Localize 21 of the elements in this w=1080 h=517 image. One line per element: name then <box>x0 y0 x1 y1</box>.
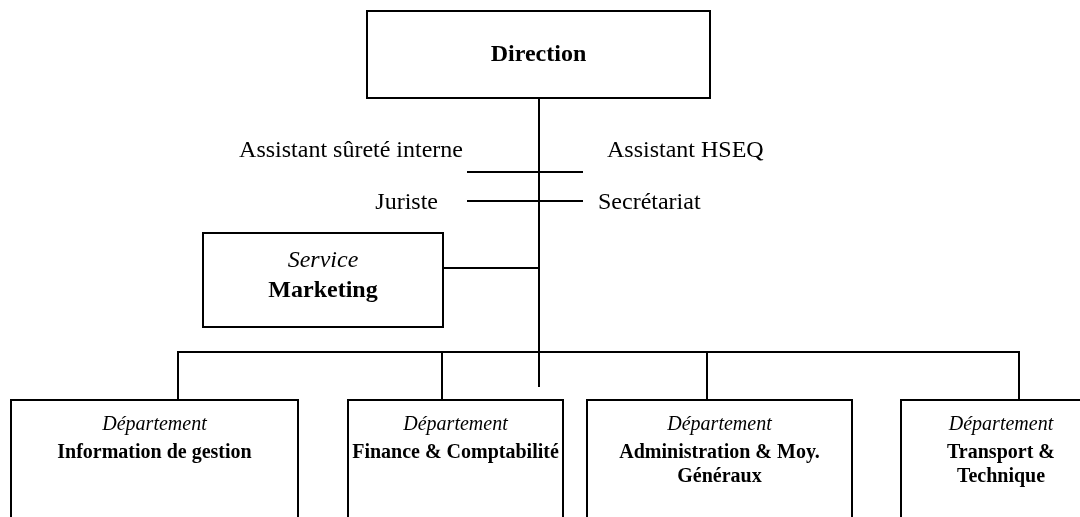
staff-role: Secrétariat <box>598 187 702 216</box>
unit-type-label: Département <box>102 411 207 435</box>
department-box <box>586 399 853 517</box>
direction-box <box>366 10 711 99</box>
unit-name: Marketing <box>268 275 378 304</box>
unit-name: Information de gestion <box>57 439 252 463</box>
unit-type-label: Département <box>948 411 1054 435</box>
staff-role: Assistant sûreté interne <box>238 135 463 164</box>
department-box <box>10 399 299 517</box>
unit-type-label: Service <box>287 245 359 274</box>
staff-role: Assistant HSEQ <box>607 135 765 164</box>
unit-name: Direction <box>490 39 587 68</box>
unit-type-label: Département <box>667 411 772 435</box>
unit-name: Transport & Technique <box>946 439 1056 487</box>
unit-type-label: Département <box>403 411 508 435</box>
department-box <box>900 399 1080 517</box>
unit-name: Finance & Comptabilité <box>352 439 559 463</box>
staff-role: Juriste <box>374 187 438 216</box>
department-box <box>347 399 564 517</box>
unit-name: Administration & Moy. Généraux <box>618 439 821 487</box>
service-box <box>202 232 444 328</box>
